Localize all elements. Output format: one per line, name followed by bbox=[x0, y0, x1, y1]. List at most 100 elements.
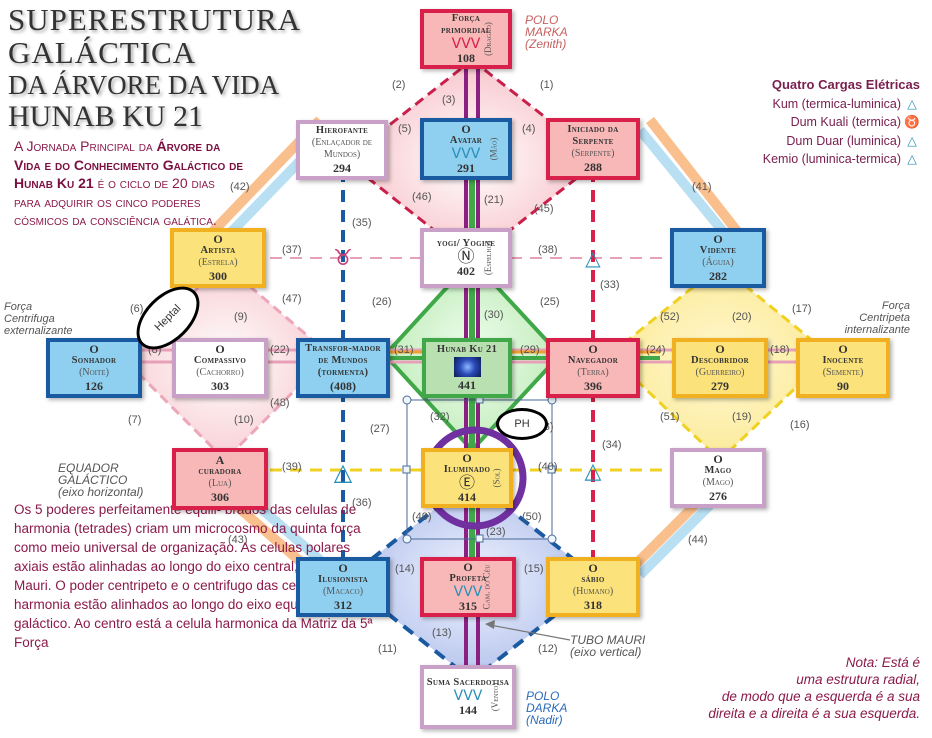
path-label: (42) bbox=[230, 181, 250, 193]
legend-label: Kemio (luminica-termica) bbox=[762, 152, 901, 166]
node-forca-primordial[interactable]: Força primordial VVV 108 (Dragão) bbox=[420, 9, 512, 69]
path-label: (19) bbox=[732, 411, 752, 423]
pole-marka: POLO MARKA (Zenith) bbox=[525, 14, 568, 50]
node-number: 303 bbox=[211, 379, 229, 393]
intro-bold: Árvore da Vida e do Conhecimento Galácti… bbox=[14, 138, 244, 191]
centripetal-force-label: Força Centripeta internalizante bbox=[845, 300, 910, 336]
node-name: Navegador bbox=[567, 355, 619, 366]
legend-item-kemio: Kemio (luminica-termica) △ bbox=[763, 150, 920, 169]
legend-item-kum: Kum (termica-luminica)△ bbox=[763, 95, 920, 114]
legend-title: Quatro Cargas Elétricas bbox=[771, 77, 920, 92]
node-descobridor[interactable]: O Descobridor (Guerreiro) 279 bbox=[672, 338, 768, 398]
intro-part-1: A Jornada Principal da bbox=[14, 138, 157, 154]
node-transformador[interactable]: Transfor-mador de Mundos (tormenta) (408… bbox=[296, 338, 390, 398]
path-label: (48) bbox=[270, 397, 290, 409]
path-label: (32) bbox=[430, 411, 450, 423]
path-label: (7) bbox=[128, 414, 141, 426]
node-subtitle: (Guerreiro) bbox=[695, 367, 745, 378]
side-label: TUBO MAURI bbox=[570, 633, 646, 647]
node-navegador[interactable]: O Navegador (Terra) 396 bbox=[546, 338, 640, 398]
node-inocente[interactable]: O Inocente (Semente) 90 bbox=[796, 338, 890, 398]
node-iluminado[interactable]: O Iluminado Ⓔ 414 (Sol) bbox=[421, 448, 513, 508]
path-label: (40) bbox=[538, 461, 558, 473]
note-line: de modo que a esquerda é a sua bbox=[721, 689, 920, 704]
path-label: (22) bbox=[270, 344, 290, 356]
annotation-text: Heptal bbox=[152, 302, 184, 334]
selection-handles[interactable] bbox=[402, 395, 557, 544]
kemio-icon: △ bbox=[907, 152, 917, 166]
path-label-layer: (1)(2)(3)(4)(5)(6)(7)(8)(9)(10)(11)(12)(… bbox=[128, 79, 812, 655]
path-label: (43) bbox=[228, 534, 248, 546]
node-number: 306 bbox=[211, 490, 229, 504]
node-name: Mago bbox=[704, 465, 732, 476]
path-label: (33) bbox=[600, 279, 620, 291]
e-circle-icon: Ⓔ bbox=[458, 473, 475, 492]
node-suma-sacerdotisa[interactable]: Suma Sacerdotisa VVV 144 (Vento) bbox=[420, 665, 516, 729]
pole-label: POLO bbox=[525, 13, 559, 27]
path-label: (44) bbox=[688, 534, 708, 546]
path-label: (1) bbox=[540, 79, 553, 91]
title-line-3: DA ÁRVORE DA VIDA bbox=[8, 70, 280, 100]
path-label: (51) bbox=[660, 411, 680, 423]
node-hierofante[interactable]: Hierofante (Enlaçador de Mundos) 294 bbox=[296, 120, 388, 180]
side-label: EQUADOR bbox=[58, 461, 119, 475]
node-name: Hunab Ku 21 bbox=[436, 344, 498, 355]
node-artista[interactable]: O Artista (Estrela) 300 bbox=[170, 228, 266, 288]
path-label: (5) bbox=[398, 123, 411, 135]
node-number: 282 bbox=[709, 269, 727, 283]
node-name: curadora bbox=[198, 466, 242, 477]
node-name: Artista bbox=[200, 245, 236, 256]
path-label: (15) bbox=[524, 563, 544, 575]
node-sabio[interactable]: O sábio (Humano) 318 bbox=[546, 557, 640, 617]
path-label: (2) bbox=[392, 79, 405, 91]
node-name: Vidente bbox=[699, 245, 737, 256]
path-label: (3) bbox=[442, 94, 455, 106]
path-label: (25) bbox=[540, 296, 560, 308]
side-label: (eixo horizontal) bbox=[58, 485, 144, 499]
intro-part-2: é o ciclo de 20 dias para adquirir os ci… bbox=[14, 175, 217, 228]
kum-symbol-right: △ bbox=[585, 246, 601, 270]
node-hunab-ku[interactable]: Hunab Ku 21 441 bbox=[422, 338, 512, 398]
path-label: (27) bbox=[370, 423, 390, 435]
path-label: (11) bbox=[378, 643, 397, 655]
node-name: Iniciado da Serpente bbox=[567, 124, 619, 147]
legend-label: Dum Duar (luminica) bbox=[786, 133, 901, 148]
node-avatar[interactable]: O Avatar VVV 291 (Mão) bbox=[420, 118, 512, 180]
title-line-1: SUPERESTRUTURA bbox=[8, 2, 302, 37]
path-label: (4) bbox=[522, 123, 535, 135]
node-mago[interactable]: O Mago (Mago) 276 bbox=[670, 448, 766, 508]
node-subtitle: (Semente) bbox=[822, 367, 864, 378]
side-label: Força bbox=[881, 300, 910, 312]
node-compassivo[interactable]: O Compassivo (Cachorro) 303 bbox=[172, 338, 268, 398]
path-label: (10) bbox=[234, 414, 254, 426]
node-ilusionista[interactable]: O Ilusionista (Macaco) 312 bbox=[296, 557, 390, 617]
tube-mauri-label: TUBO MAURI (eixo vertical) bbox=[570, 634, 645, 658]
node-name: Sonhador bbox=[71, 355, 117, 366]
node-sonhador[interactable]: O Sonhador (Noite) 126 bbox=[46, 338, 142, 398]
side-label: (eixo vertical) bbox=[570, 645, 642, 659]
side-label: Força bbox=[4, 301, 33, 313]
ph-annotation[interactable]: PH bbox=[496, 408, 548, 440]
node-vidente[interactable]: O Vidente (Águia) 282 bbox=[670, 228, 766, 288]
charges-legend: Quatro Cargas Elétricas Kum (termica-lum… bbox=[763, 76, 920, 169]
node-number: 144 bbox=[459, 703, 477, 717]
node-prefix: O bbox=[715, 342, 725, 356]
wave-icon: VVV bbox=[451, 146, 481, 162]
node-profeta[interactable]: O Profeta VVV 315 Cam. do Céu bbox=[420, 557, 516, 617]
kemio-symbol-right: △ bbox=[585, 459, 602, 484]
node-prefix: O bbox=[215, 342, 225, 356]
pole-label: DARKA bbox=[526, 701, 568, 715]
node-yogi[interactable]: yogi/ Yogine Ⓝ 402 (Espelho) bbox=[420, 228, 512, 288]
node-vertical-label: (Mão) bbox=[488, 137, 499, 161]
node-iniciado-serpente[interactable]: Iniciado da Serpente (Serpente) 288 bbox=[546, 118, 640, 180]
node-curadora[interactable]: A curadora (Lua) 306 bbox=[172, 448, 268, 510]
n-circle-icon: Ⓝ bbox=[457, 247, 475, 267]
node-number: 291 bbox=[457, 161, 475, 175]
node-number: 402 bbox=[457, 264, 475, 278]
path-label: (35) bbox=[352, 217, 372, 229]
node-number: 279 bbox=[711, 379, 729, 393]
path-label: (31) bbox=[394, 344, 414, 356]
hunab-ku-image-icon[interactable] bbox=[453, 357, 481, 377]
wave-icon: VVV bbox=[453, 688, 483, 704]
kum-icon: △ bbox=[907, 96, 917, 111]
